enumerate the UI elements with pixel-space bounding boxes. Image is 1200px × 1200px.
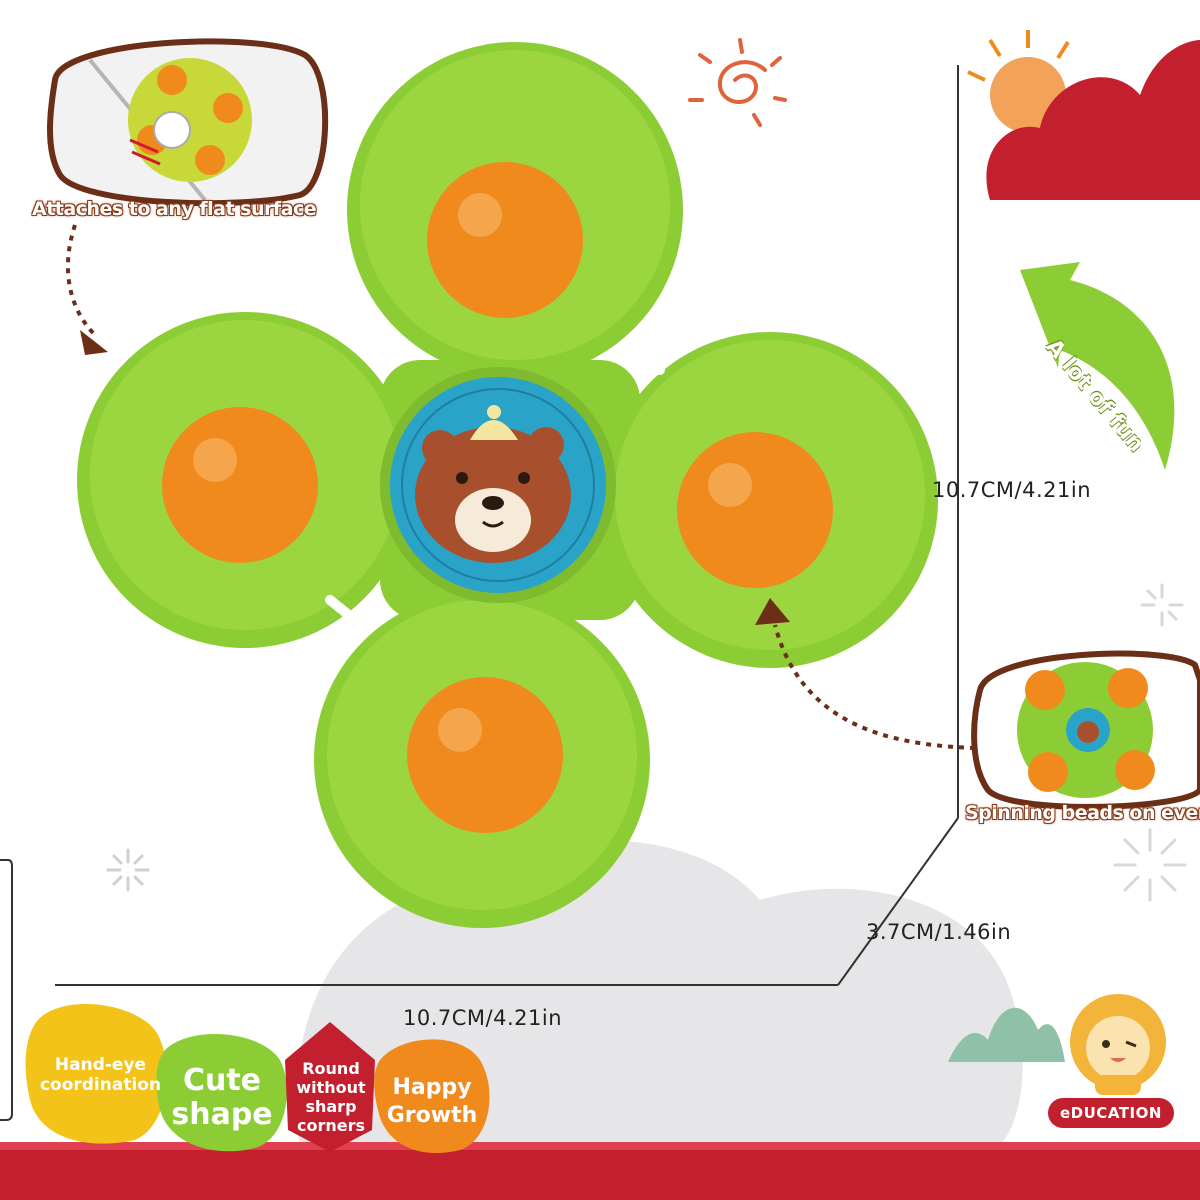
bead (677, 432, 833, 588)
sparkle-icon (1140, 583, 1184, 627)
callout-attach-label: Attaches to any flat surface (32, 198, 317, 220)
inset-attach-photo (47, 38, 329, 207)
bead (427, 162, 583, 318)
dimension-line-diagonal (837, 817, 959, 986)
sparkle-icon (1113, 828, 1187, 902)
callout-spinning-label: Spinning beads on every bla (965, 802, 1200, 824)
callout-arrow (65, 224, 97, 337)
bottom-red-strip (0, 1142, 1200, 1200)
brand-education-badge: eDUCATION (1048, 1098, 1174, 1128)
bead (407, 677, 563, 833)
sparkle-icon (106, 848, 150, 892)
fun-arrow-icon (1020, 262, 1175, 470)
red-cloud (986, 40, 1200, 200)
hill-decoration (948, 1007, 1065, 1062)
lion-mascot-icon (1070, 994, 1166, 1095)
feature-badge-shape (285, 1022, 375, 1152)
feature-badge-shape (156, 1033, 287, 1152)
inset-spinning-photo (971, 650, 1200, 810)
bear-face-icon (415, 405, 571, 563)
callout-arrow (773, 624, 976, 750)
spinner-toy (77, 42, 938, 928)
dimension-width-label: 10.7CM/4.21in (403, 1006, 563, 1030)
feature-badge-shape (374, 1039, 490, 1154)
bead (162, 407, 318, 563)
swirl-icon (688, 38, 787, 127)
dimension-depth-label: 3.7CM/1.46in (866, 920, 1012, 944)
feature-badge-shape (25, 1003, 167, 1144)
dimension-height-label: 10.7CM/4.21in (932, 478, 1092, 502)
